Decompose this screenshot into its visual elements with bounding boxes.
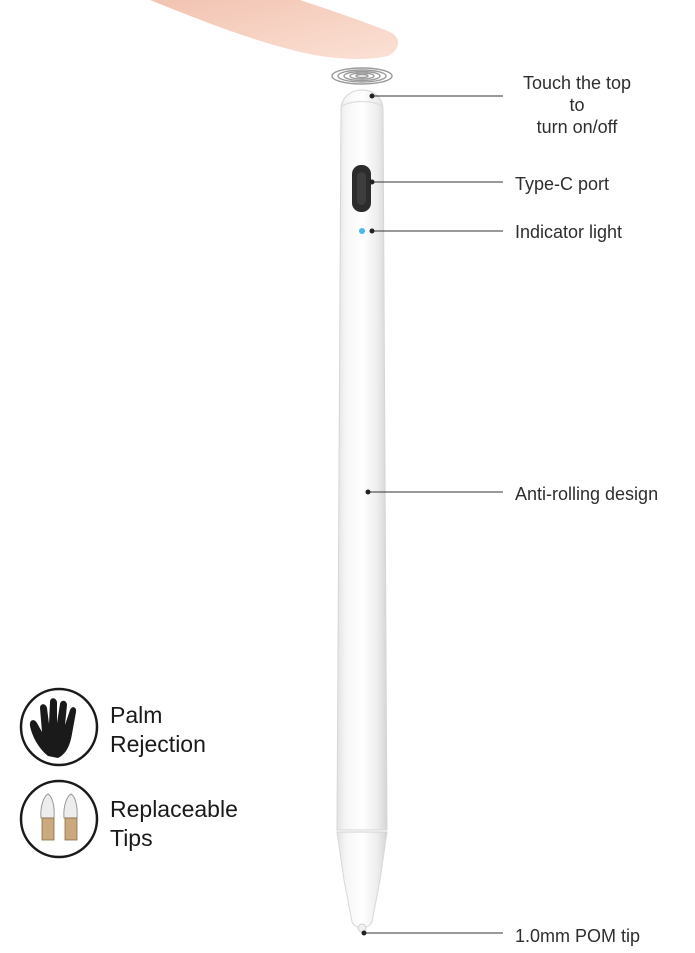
indicator-light: [359, 228, 365, 234]
pen-tips-icon: [19, 779, 99, 859]
replaceable-tips-label: Replaceable Tips: [110, 795, 238, 853]
touch-top-line-1: Touch the top to: [522, 73, 632, 115]
tips-line-2: Tips: [110, 825, 153, 851]
palm-rejection-label: Palm Rejection: [110, 701, 206, 759]
type-c-label: Type-C port: [515, 174, 610, 194]
tips-line-1: Replaceable: [110, 796, 238, 822]
palm-line-2: Rejection: [110, 731, 206, 757]
touch-top-label: Touch the top to turn on/off: [515, 72, 639, 138]
indicator-label: Indicator light: [515, 222, 623, 242]
finger-icon: [150, 0, 399, 59]
stylus-body: [336, 89, 388, 933]
palm-line-1: Palm: [110, 702, 163, 728]
touch-top-line-2: turn on/off: [536, 117, 618, 137]
hand-icon: [19, 687, 99, 767]
touch-ripple-icon: [331, 67, 393, 85]
callout-lines: [364, 95, 503, 934]
anti-rolling-label: Anti-rolling design: [515, 484, 659, 504]
tip-label: 1.0mm POM tip: [515, 926, 641, 946]
